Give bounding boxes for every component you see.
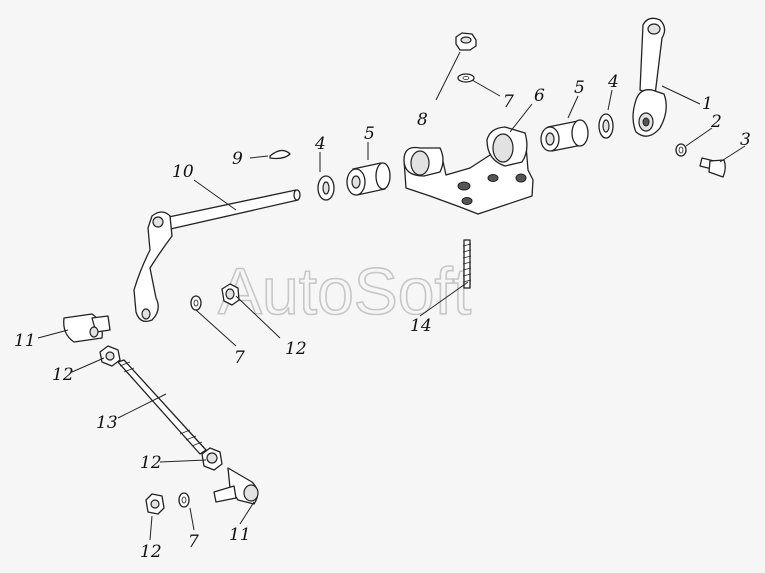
part-7-washer-top <box>457 73 475 83</box>
part-12-nut-center <box>201 447 223 471</box>
part-7-washer-bottom <box>178 492 190 508</box>
callout-7-bottom: 7 <box>188 532 199 552</box>
part-2-washer <box>675 143 687 157</box>
callout-labels: 1 2 3 4 4 5 5 6 7 7 7 8 9 10 11 11 12 12… <box>14 72 751 562</box>
part-9-key <box>269 149 291 160</box>
callout-12-center: 12 <box>140 453 162 473</box>
callout-4-left: 4 <box>314 134 326 154</box>
part-12-nut-left <box>99 345 121 367</box>
part-12-nut-middle <box>221 283 240 306</box>
part-4-washer-left <box>317 175 335 201</box>
part-11-clevis-bottom <box>213 467 259 505</box>
callout-11-top: 11 <box>14 331 36 351</box>
part-1-lever <box>632 17 667 137</box>
part-3-bolt <box>699 157 726 178</box>
callout-12-bottom: 12 <box>140 542 162 562</box>
watermark: AutoSoft <box>218 254 471 328</box>
callout-8: 8 <box>417 110 428 130</box>
callout-3: 3 <box>740 130 751 150</box>
callout-5-left: 5 <box>364 124 375 144</box>
callout-12-left: 12 <box>52 365 74 385</box>
part-6-bracket <box>403 126 534 215</box>
part-8-nut <box>455 32 477 51</box>
part-4-washer-right <box>598 113 614 139</box>
callout-11-bottom: 11 <box>229 525 251 545</box>
part-5-bushing-right <box>540 119 589 152</box>
callout-14: 14 <box>410 316 432 336</box>
callout-10: 10 <box>172 162 194 182</box>
part-12-nut-bottom <box>145 493 165 515</box>
callout-13: 13 <box>96 413 118 433</box>
leader-lines <box>37 51 746 541</box>
callout-1: 1 <box>702 94 713 114</box>
part-11-clevis-top <box>63 313 111 343</box>
callout-2: 2 <box>710 112 722 132</box>
callout-7-middle: 7 <box>234 348 245 368</box>
part-7-washer-middle <box>190 295 202 311</box>
part-13-rod <box>117 359 207 455</box>
callout-4-right: 4 <box>607 72 619 92</box>
part-14-stud <box>462 239 472 289</box>
callout-9: 9 <box>232 149 243 169</box>
callout-12-middle: 12 <box>285 339 307 359</box>
part-10-shaft <box>133 189 301 323</box>
callout-5-right: 5 <box>574 78 585 98</box>
part-5-bushing-left <box>346 162 391 196</box>
callout-6: 6 <box>534 86 545 106</box>
callout-7-top: 7 <box>503 92 514 112</box>
